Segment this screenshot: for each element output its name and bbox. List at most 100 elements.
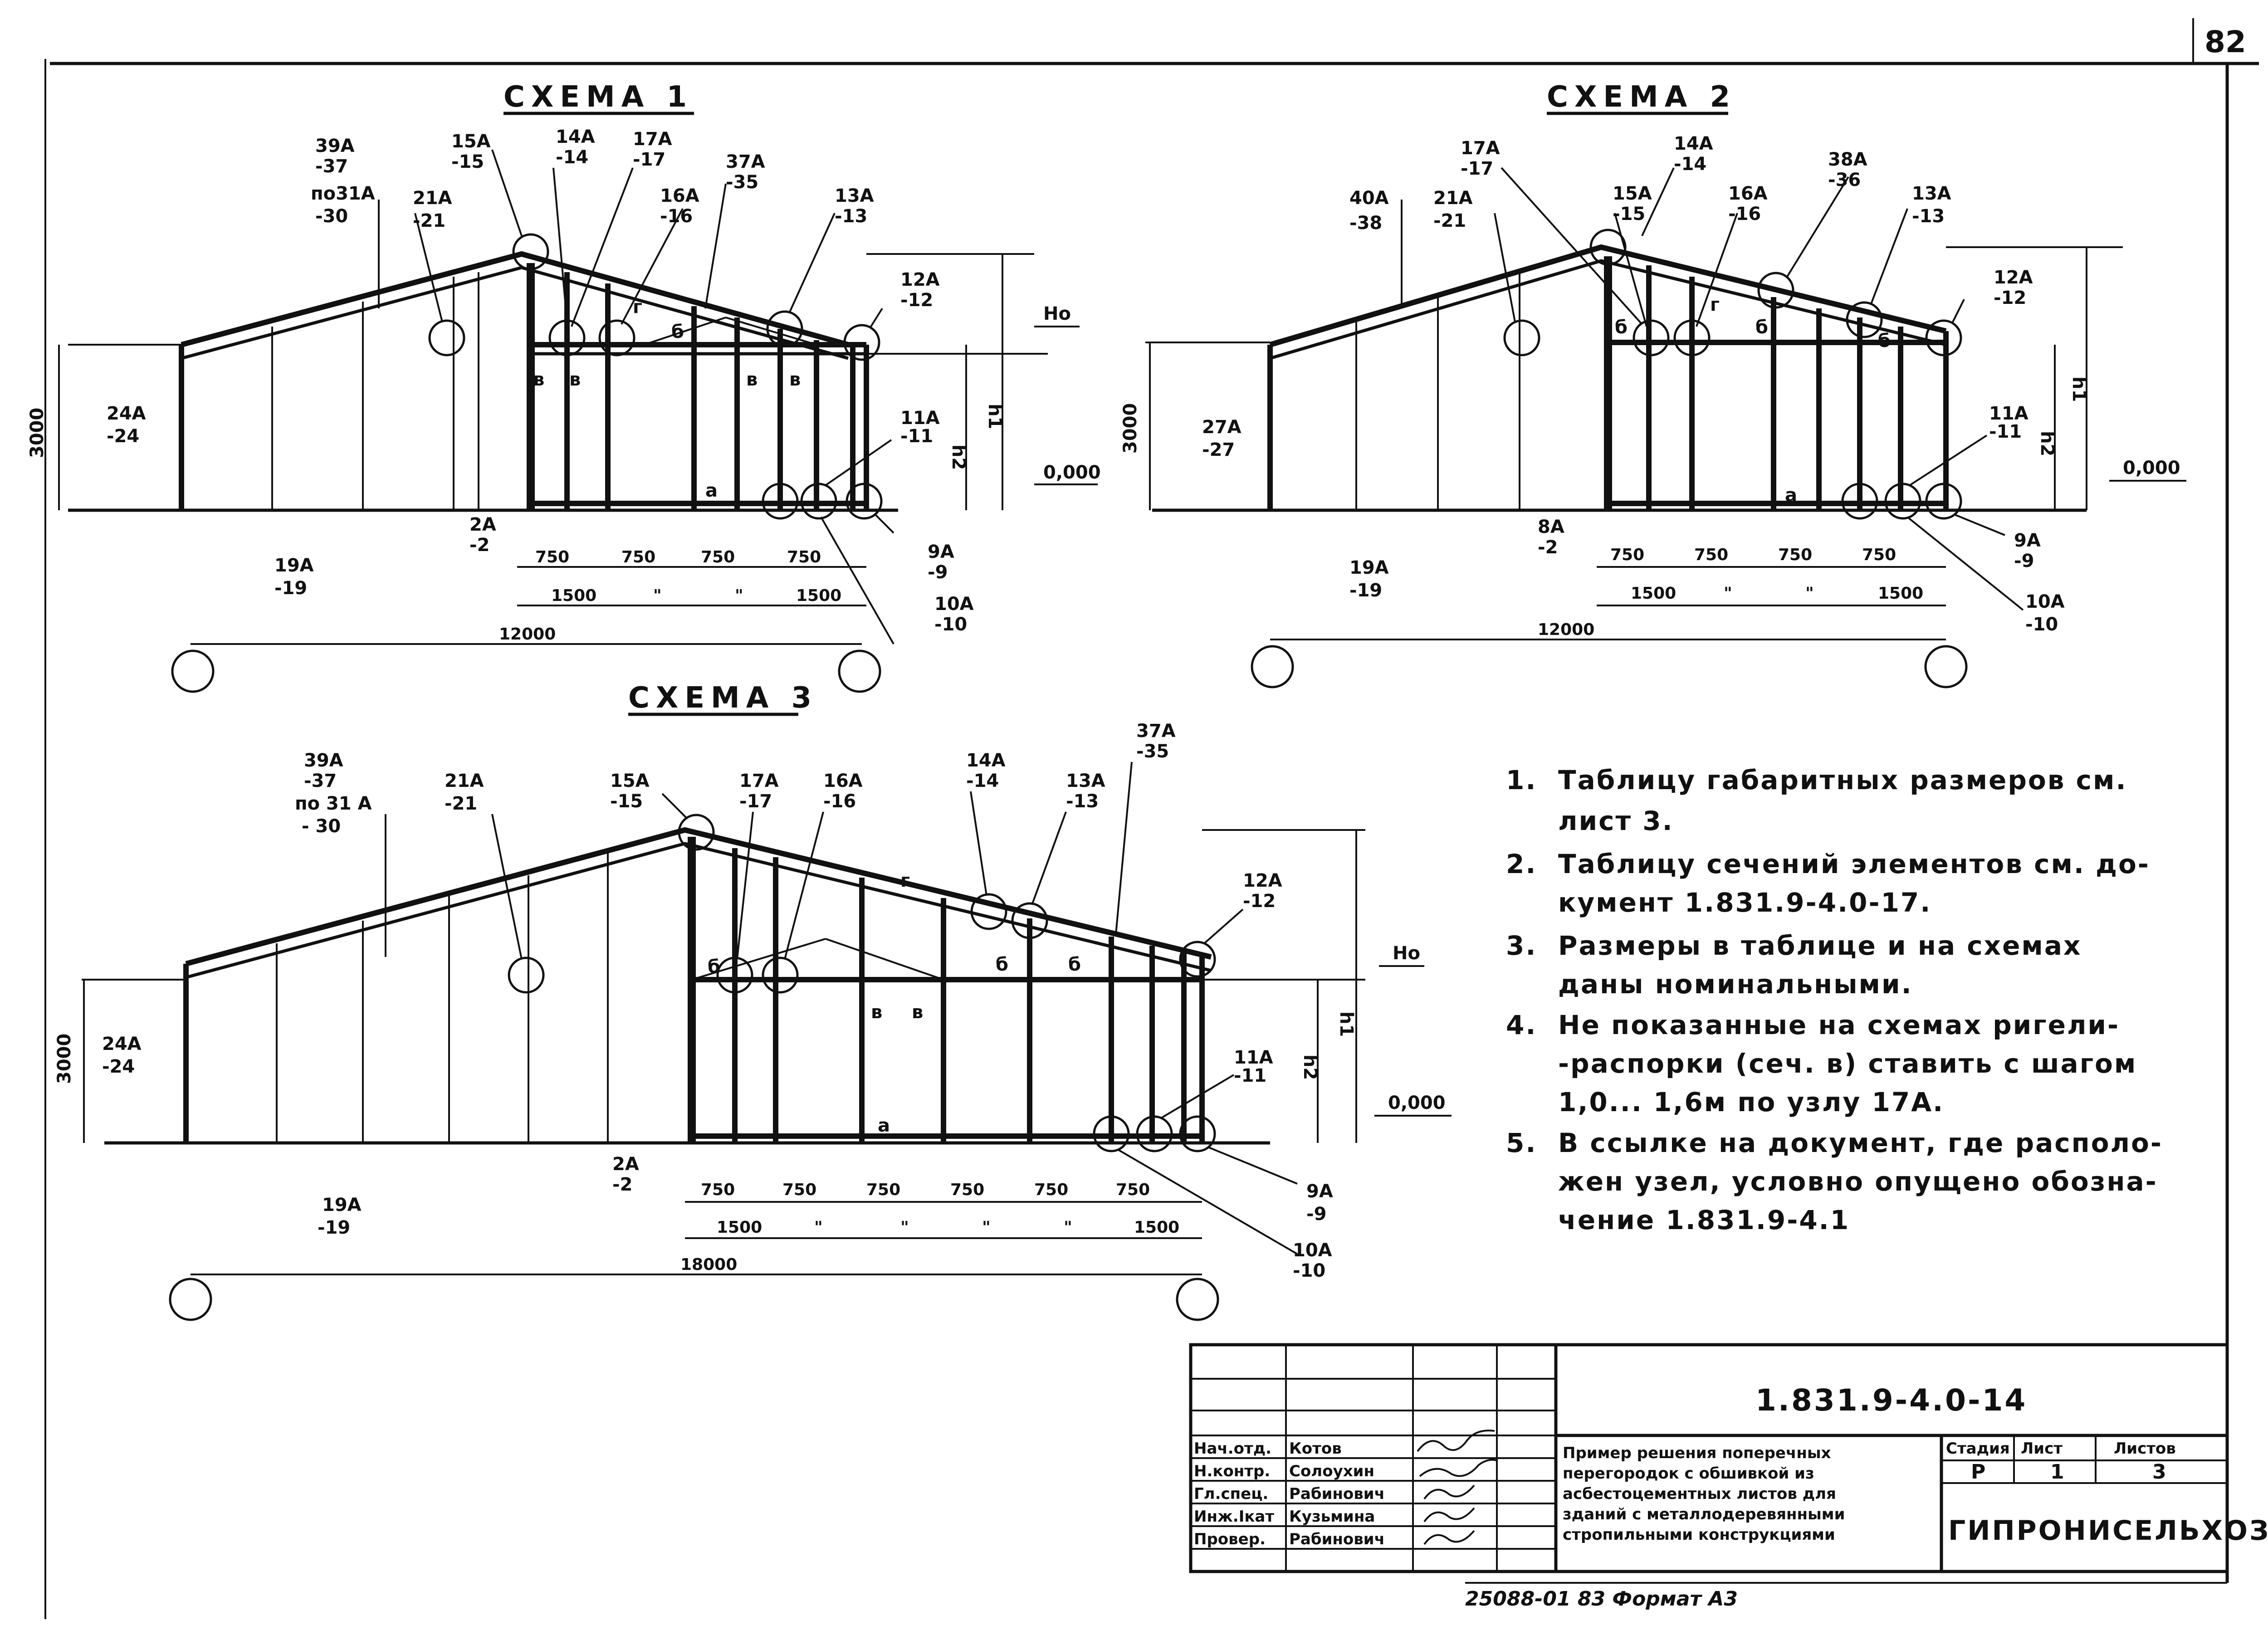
label-2a: 2А [612, 1154, 639, 1175]
node-marker [1093, 1115, 1130, 1152]
label-38: -38 [1349, 213, 1382, 234]
note-5-number: 5. [1506, 1127, 1537, 1158]
label-10a: 10А [2025, 591, 2065, 612]
leader-line [788, 213, 836, 313]
node-marker [1884, 483, 1921, 520]
label-9a: 9А [1306, 1181, 1333, 1202]
leader-line [736, 811, 754, 960]
section-letter: б [708, 957, 720, 977]
label-30: - 30 [302, 816, 341, 837]
signatures [1417, 1430, 1497, 1545]
sheet-label: Лист [2021, 1440, 2063, 1458]
dim-h0-label: Но [1393, 943, 1420, 964]
dim-750: 750 [1862, 546, 1896, 564]
label-37: -37 [315, 156, 348, 177]
stage-label: Стадия [1946, 1440, 2010, 1458]
dim-ditto: " [1724, 584, 1732, 603]
dim-750: 750 [1116, 1181, 1150, 1199]
roof-outline [185, 827, 1212, 966]
label-14a: 14А [556, 127, 595, 147]
level-zero: 0,000 [2123, 458, 2180, 478]
label-15: -15 [451, 151, 484, 172]
title-block: 1.831.9-4.0-14 Нач.отд. Н.контр. Гл.спец… [1189, 1343, 2268, 1573]
node-marker [598, 319, 635, 356]
level-zero: 0,000 [1388, 1093, 1446, 1113]
dim-750: 750 [535, 548, 569, 566]
label-10: -10 [1293, 1260, 1325, 1281]
dim-span: 12000 [1538, 620, 1594, 639]
label-17: -17 [633, 149, 665, 170]
label-12: -12 [900, 290, 933, 311]
scheme-2: СХЕМА 2 [1120, 80, 2186, 688]
section-letter: в [569, 369, 581, 390]
node-marker [1925, 483, 1962, 520]
archive-number: 25088-01 83 Формат А3 [1465, 1587, 1738, 1611]
dim-750: 750 [787, 548, 821, 566]
node-marker [508, 957, 545, 994]
section-letter: б [1615, 317, 1628, 338]
label-13: -13 [1912, 206, 1945, 227]
note-1-line-2: лист 3. [1558, 805, 1674, 836]
node-marker [762, 483, 799, 520]
label-17: -17 [739, 791, 772, 812]
label-16: -16 [1728, 204, 1761, 225]
label-14a: 14А [1674, 133, 1713, 154]
dim-750: 750 [782, 1181, 816, 1199]
node-marker [1179, 1115, 1216, 1152]
label-21: -21 [413, 210, 445, 231]
height-3000: 3000 [27, 408, 48, 458]
label-16a: 16А [1728, 183, 1768, 204]
note-2-line-2: кумент 1.831.9-4.0-17. [1558, 887, 1931, 918]
leader-line [870, 307, 883, 327]
label-15a: 15А [610, 771, 650, 791]
label-12: -12 [1243, 891, 1276, 912]
leader-line [1870, 208, 1908, 304]
node-marker [678, 814, 715, 851]
leader-line [1909, 434, 1988, 486]
leader-line [1786, 176, 1849, 278]
dim-750: 750 [866, 1181, 900, 1199]
label-19a: 19А [274, 555, 314, 576]
label-13a: 13А [835, 185, 874, 206]
node-marker [1011, 902, 1048, 939]
dim-750: 750 [1610, 546, 1644, 564]
role-norm-control: Н.контр. [1194, 1462, 1270, 1480]
node-marker [716, 957, 753, 994]
label-39a: 39А [315, 136, 355, 156]
leader-line [1955, 514, 2005, 536]
dim-750: 750 [701, 548, 735, 566]
label-39a: 39А [304, 750, 343, 771]
label-19: -19 [318, 1217, 350, 1238]
stage-value: Р [1971, 1460, 1985, 1484]
label-9: -9 [928, 562, 948, 583]
description-line-4: зданий с металлодеревянными [1563, 1505, 1845, 1523]
note-5-line-2: жен узел, условно опущено обозна- [1558, 1166, 2158, 1197]
description-line-3: асбестоцементных листов для [1563, 1485, 1836, 1503]
leader-line [1614, 213, 1647, 327]
name-engineer: Кузьмина [1289, 1508, 1375, 1526]
dim-ditto: " [814, 1218, 823, 1237]
node-marker [1841, 483, 1878, 520]
leader-line [1203, 908, 1244, 944]
label-17a: 17А [739, 771, 779, 791]
label-13a: 13А [1066, 771, 1105, 791]
section-letter: г [1710, 294, 1720, 315]
label-17a: 17А [633, 129, 672, 150]
leader-line [491, 149, 523, 236]
note-5-line-1: В ссылке на документ, где располо- [1558, 1127, 2163, 1158]
level-zero: 0,000 [1043, 462, 1101, 483]
label-13: -13 [1066, 791, 1099, 812]
dim-h1-label: h1 [2068, 376, 2089, 402]
dim-ditto: " [900, 1218, 909, 1237]
dim-750: 750 [1034, 1181, 1068, 1199]
node-marker [1673, 319, 1711, 356]
section-letter: б [1068, 954, 1081, 975]
leader-line [784, 811, 824, 960]
label-13: -13 [835, 206, 867, 227]
label-12a: 12А [1243, 870, 1282, 891]
label-21: -21 [445, 793, 477, 814]
dim-750: 750 [1778, 546, 1812, 564]
leader-line [1031, 811, 1067, 905]
scheme-1-title: СХЕМА 1 [503, 80, 693, 114]
label-27: -27 [1202, 439, 1235, 460]
